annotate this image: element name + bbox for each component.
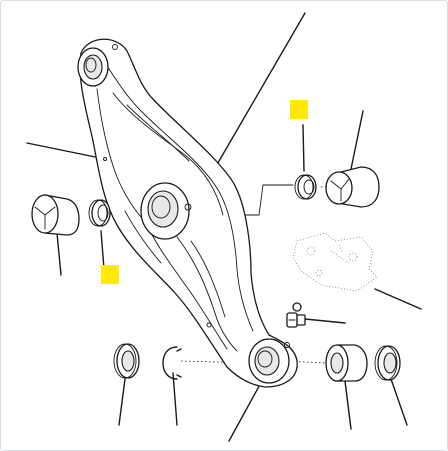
bracket-leader xyxy=(242,184,294,216)
leader-left-upper xyxy=(26,142,106,160)
leader-washer-upper xyxy=(302,124,305,172)
centre-boss xyxy=(140,182,192,240)
bushing-upper-right xyxy=(325,166,380,208)
callout-marker-upper[interactable] xyxy=(290,100,308,119)
leader-circlip xyxy=(172,372,178,426)
callout-marker-lower[interactable] xyxy=(101,265,119,284)
top-pivot-eye xyxy=(77,47,109,87)
washer-left xyxy=(88,199,111,227)
leader-bushing-right xyxy=(350,110,364,170)
leader-washer-left xyxy=(100,230,105,270)
washer-bottom-right xyxy=(374,345,401,381)
leader-bracket xyxy=(374,288,422,310)
leader-grease xyxy=(304,318,346,324)
bottom-pivot-eye xyxy=(248,338,290,384)
leader-bushing-left xyxy=(56,232,62,276)
circlip xyxy=(162,346,182,380)
grease-nipple xyxy=(286,302,306,328)
bushing-bottom-right xyxy=(325,344,368,382)
bracket-plate-ghost xyxy=(292,232,378,292)
leader-washer-br xyxy=(390,378,408,426)
leader-bushing-bl xyxy=(118,378,126,426)
leader-bushing-br xyxy=(344,380,352,430)
leader-bottom-arm xyxy=(228,378,264,442)
washer-upper xyxy=(294,174,317,200)
axis-lower-right xyxy=(282,360,328,364)
bushing-bottom-left xyxy=(113,343,140,379)
bushing-left xyxy=(31,194,80,236)
